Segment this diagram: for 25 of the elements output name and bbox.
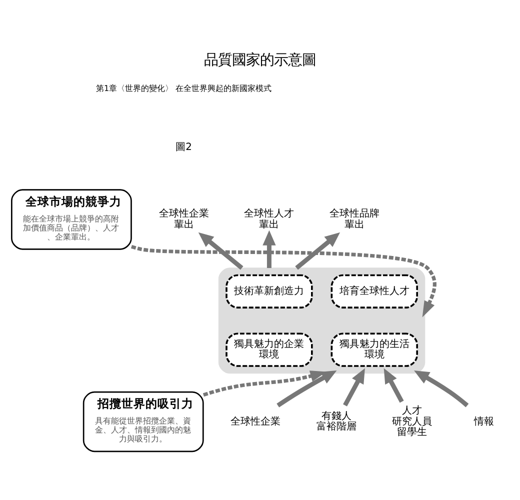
node-box: 招攬世界的吸引力 具有能從世界招攬企業、資金、人才、情報到國內的魅力與吸引力。 <box>82 390 204 452</box>
arrow <box>295 232 340 270</box>
node-text: 全球性企業 <box>230 416 281 427</box>
label: 圖2 <box>176 142 192 153</box>
node-text: 情報 <box>474 416 494 427</box>
arrow <box>262 230 276 268</box>
node-box: 技術革新創造力 <box>226 274 313 308</box>
arrow <box>130 244 436 317</box>
arrow <box>343 368 365 406</box>
diagram-title: 品質國家的示意圖 <box>204 52 316 68</box>
node-text: 人才 研究人員 留學生 <box>392 404 432 438</box>
label: 第1章〈世界的變化〉 在全世界興起的新國家模式 <box>96 82 272 93</box>
arrow <box>384 368 404 402</box>
node-text: 有錢人 富裕階層 <box>316 410 357 432</box>
node-box: 獨具魅力的企業環境 <box>226 332 313 366</box>
node-box: 培育全球性人才 <box>330 274 418 308</box>
node-box: 獨具魅力的生活環境 <box>330 332 418 366</box>
node-text: 全球性品牌輩出 <box>330 208 380 230</box>
node-text: 全球性人才輩出 <box>244 208 294 230</box>
arrow <box>414 370 469 407</box>
node-text: 全球性企業輩出 <box>158 208 209 230</box>
arrow <box>198 232 244 270</box>
cluster <box>218 267 426 374</box>
node-box: 全球市場的競爭力 能在全球市場上競爭的高附加價值商品（品牌）、人才、企業輩出。 <box>11 188 132 250</box>
arrow <box>276 370 337 407</box>
